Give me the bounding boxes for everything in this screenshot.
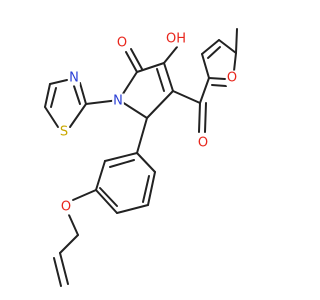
bond-ch-ch2-terminal xyxy=(59,252,69,285)
bond-c3-c4 xyxy=(163,62,174,92)
label-background xyxy=(58,124,70,140)
bond-f5-of xyxy=(233,52,237,72)
label-background xyxy=(68,70,80,86)
bond-ar5-ar6 xyxy=(95,160,106,191)
acyl-oxygen-label: O xyxy=(198,136,208,151)
ether-oxygen-label: O xyxy=(61,200,71,215)
bond-c2-o-a xyxy=(125,51,138,73)
molecule-structure: OH O O O N N S O xyxy=(44,28,239,287)
bond-f3-f4 xyxy=(201,39,220,55)
bond-t2-s xyxy=(69,103,87,128)
bond-ar6-ar1-double xyxy=(109,159,135,168)
bond-cacyl-f2 xyxy=(199,77,210,104)
label-background xyxy=(225,70,239,86)
bond-ar2-ar3-double xyxy=(142,175,150,203)
bond-c3-oh xyxy=(163,46,178,64)
bond-c4-cacyl xyxy=(172,90,201,104)
thiazole-sulfur-label: S xyxy=(60,125,68,140)
bond-cacyl-o-a xyxy=(198,102,201,133)
bond-ar4-ar5-double xyxy=(99,187,118,207)
bond-f2-of-double xyxy=(211,84,227,87)
bond-s-t5 xyxy=(44,106,59,128)
bond-ar6-ar1 xyxy=(104,152,138,162)
bond-nt-t2-double xyxy=(73,85,81,105)
bond-t5-t4 xyxy=(44,83,51,108)
bond-oe-ch2 xyxy=(68,214,79,236)
bond-ar4-ar5 xyxy=(95,189,118,214)
label-background xyxy=(196,135,210,151)
bond-f4-f5 xyxy=(218,39,237,54)
furan-oxygen-label: O xyxy=(227,71,237,86)
bond-c3-c4-double xyxy=(156,68,165,92)
bond-of-f2 xyxy=(208,77,226,80)
thiazole-nitrogen-label: N xyxy=(69,71,79,86)
bond-c2-c3 xyxy=(136,62,165,73)
bond-ar2-ar3 xyxy=(147,171,156,206)
label-background xyxy=(115,35,129,51)
bond-c5-ar1 xyxy=(136,117,148,154)
bond-t5-t4-double xyxy=(50,87,57,108)
hydroxyl-label: OH xyxy=(166,32,186,47)
bond-ar1-ar2 xyxy=(136,152,156,173)
bond-c2-o-b xyxy=(130,48,143,70)
bond-ar5-oe xyxy=(72,189,97,201)
bond-f3-f4-double xyxy=(207,46,221,59)
bond-nt-t2 xyxy=(79,82,87,105)
bond-t4-nt xyxy=(49,79,68,85)
lactam-nitrogen-label: N xyxy=(113,94,123,109)
bonds xyxy=(44,28,238,287)
bond-f2-f3 xyxy=(201,53,210,79)
bond-c4-c5 xyxy=(146,90,174,119)
label-background xyxy=(59,199,73,215)
bond-ch2-ch xyxy=(59,234,79,254)
bond-ch-ch2-terminal-double xyxy=(53,257,62,287)
bond-ar3-ar4 xyxy=(116,204,149,214)
bond-f5-methyl xyxy=(235,28,238,54)
label-background xyxy=(112,93,124,109)
lactam-oxygen-label: O xyxy=(117,36,127,51)
atom-labels: OH O O O N N S O xyxy=(58,31,239,215)
bond-cacyl-o-b xyxy=(204,102,207,133)
label-background xyxy=(165,31,188,47)
